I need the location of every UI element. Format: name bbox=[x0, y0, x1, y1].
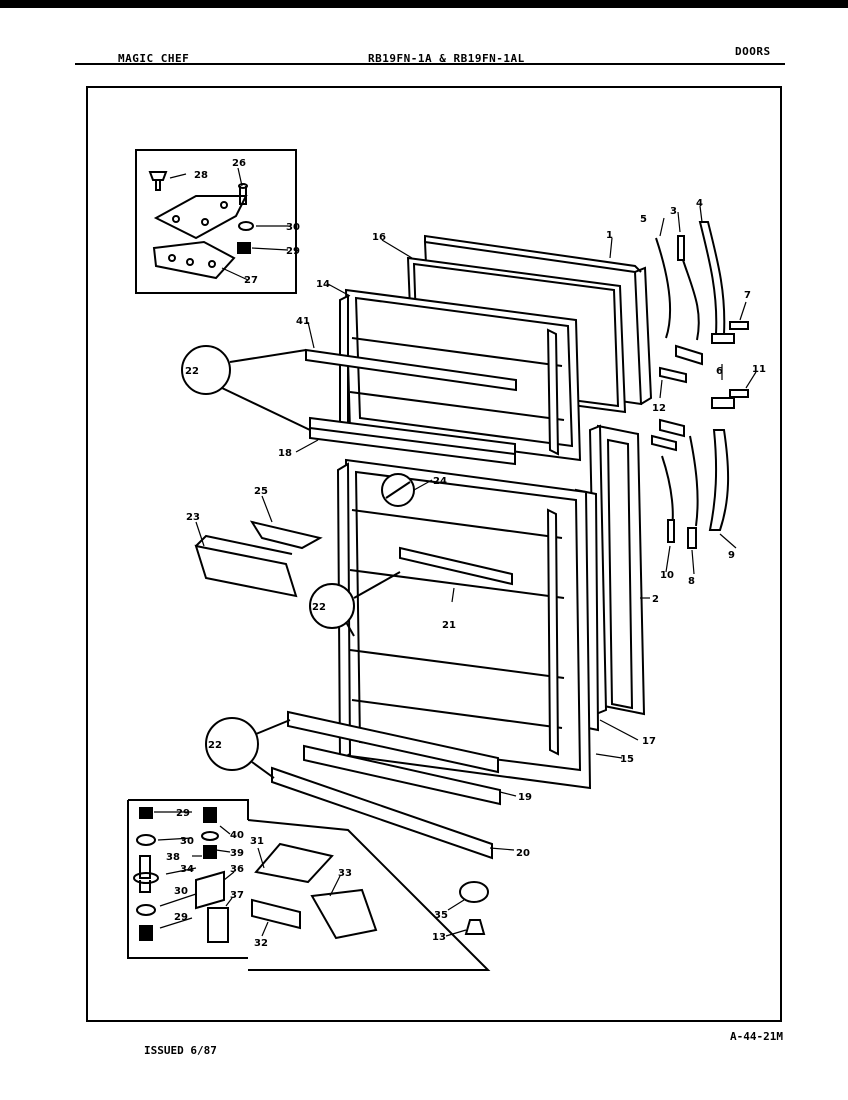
section-label: DOORS bbox=[735, 45, 771, 58]
callout-28: 28 bbox=[194, 170, 208, 181]
callout-27: 27 bbox=[244, 275, 258, 286]
callout-32: 32 bbox=[254, 938, 268, 949]
callout-37: 37 bbox=[230, 890, 244, 901]
callout-14: 14 bbox=[316, 279, 330, 290]
callout-22-bottom: 22 bbox=[208, 740, 222, 751]
callout-29-bottom-b: 29 bbox=[174, 912, 188, 923]
callout-10: 10 bbox=[660, 570, 674, 581]
callout-6: 6 bbox=[716, 366, 723, 377]
callout-13: 13 bbox=[432, 932, 446, 943]
callout-25: 25 bbox=[254, 486, 268, 497]
callout-3: 3 bbox=[670, 206, 677, 217]
callout-2: 2 bbox=[652, 594, 659, 605]
callout-8: 8 bbox=[688, 576, 695, 587]
callout-35: 35 bbox=[434, 910, 448, 921]
callout-39: 39 bbox=[230, 848, 244, 859]
callout-30-bottom-a: 30 bbox=[180, 836, 194, 847]
callout-21: 21 bbox=[442, 620, 456, 631]
drawing-code: A-44-21M bbox=[730, 1030, 783, 1043]
callout-20: 20 bbox=[516, 848, 530, 859]
callout-1: 1 bbox=[606, 230, 613, 241]
callout-4: 4 bbox=[696, 198, 703, 209]
issued-label: ISSUED 6/87 bbox=[144, 1044, 217, 1057]
top-border-bar bbox=[0, 0, 848, 8]
callout-40: 40 bbox=[230, 830, 244, 841]
callout-33: 33 bbox=[338, 868, 352, 879]
callout-11: 11 bbox=[752, 364, 766, 375]
callout-30-top: 30 bbox=[286, 222, 300, 233]
callout-7: 7 bbox=[744, 290, 751, 301]
callout-22-top: 22 bbox=[185, 366, 199, 377]
callout-24: 24 bbox=[433, 476, 447, 487]
diagram-frame bbox=[86, 86, 782, 1022]
callout-38: 38 bbox=[166, 852, 180, 863]
callout-36: 36 bbox=[230, 864, 244, 875]
callout-29-top: 29 bbox=[286, 246, 300, 257]
callout-12: 12 bbox=[652, 403, 666, 414]
callout-18: 18 bbox=[278, 448, 292, 459]
callout-31: 31 bbox=[250, 836, 264, 847]
model-label: RB19FN-1A & RB19FN-1AL bbox=[368, 52, 525, 65]
brand-label: MAGIC CHEF bbox=[118, 52, 190, 65]
callout-23: 23 bbox=[186, 512, 200, 523]
callout-5: 5 bbox=[640, 214, 647, 225]
header-rule bbox=[75, 63, 785, 65]
callout-30-bottom-b: 30 bbox=[174, 886, 188, 897]
callout-15: 15 bbox=[620, 754, 634, 765]
top-hinge-inset bbox=[135, 149, 297, 294]
callout-29-bottom-a: 29 bbox=[176, 808, 190, 819]
callout-26: 26 bbox=[232, 158, 246, 169]
callout-22-mid: 22 bbox=[312, 602, 326, 613]
callout-19: 19 bbox=[518, 792, 532, 803]
bottom-hinge-inset bbox=[127, 799, 491, 971]
callout-16: 16 bbox=[372, 232, 386, 243]
callout-9: 9 bbox=[728, 550, 735, 561]
callout-41: 41 bbox=[296, 316, 310, 327]
callout-17: 17 bbox=[642, 736, 656, 747]
callout-34: 34 bbox=[180, 864, 194, 875]
